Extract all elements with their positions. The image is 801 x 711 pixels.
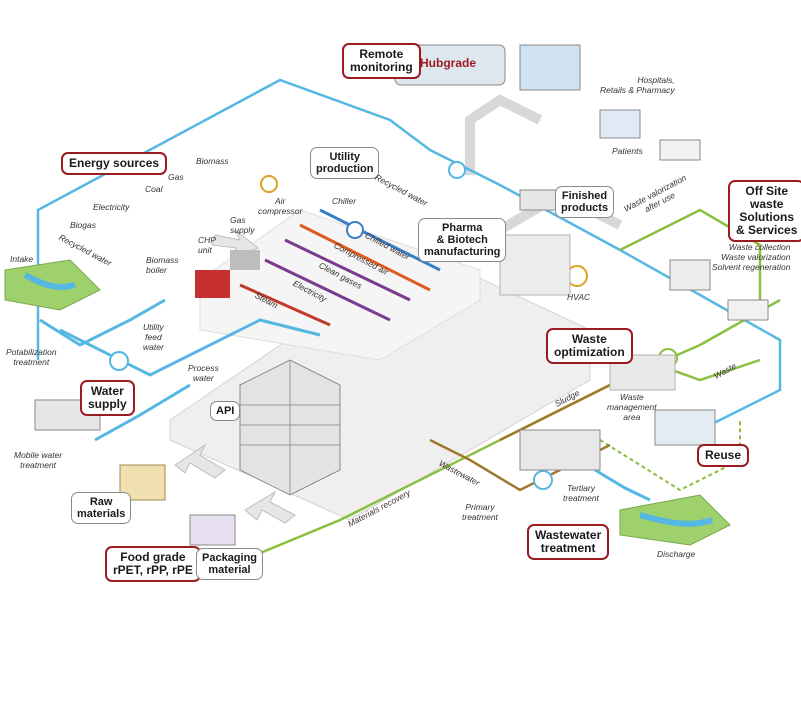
blue-recycled-water-loop (36, 78, 431, 360)
primary-label: Primary treatment (462, 502, 498, 522)
air-compressor-label: Air compressor (258, 196, 303, 216)
hospital-building (519, 44, 581, 91)
biogas-label: Biogas (70, 220, 96, 230)
mobile-water-label: Mobile water treatment (14, 450, 63, 470)
road-to-monitoring (465, 94, 543, 175)
chiller-label: Chiller (332, 196, 357, 206)
chp-unit (230, 250, 260, 270)
waste-truck (727, 299, 769, 321)
api-box: API (210, 401, 241, 421)
compressed-air-line (299, 223, 431, 292)
hvac-label: HVAC (567, 292, 591, 302)
waste-management-label: Waste management area (607, 392, 657, 422)
water-supply-box: Water supply (80, 380, 135, 416)
biomass-label: Biomass (196, 156, 229, 166)
wastewater-wave-icon (533, 470, 553, 490)
blue-intake-line (39, 298, 166, 347)
patients-label: Patients (612, 146, 643, 156)
packaging-material-box: Packaging material (196, 548, 264, 580)
remote-monitoring-box: Remote monitoring (342, 43, 421, 79)
potabilization-label: Potabilization treatment (6, 347, 57, 367)
tertiary-label: Tertiary treatment (563, 483, 599, 503)
raw-materials-box: Raw materials (71, 492, 132, 524)
steam-line (239, 283, 331, 327)
blue-mobile-line (94, 383, 191, 442)
offsite-waste-box: Off Site waste Solutions & Services (728, 180, 801, 242)
utility-feed-water-label: Utility feed water (143, 322, 164, 352)
finished-truck (519, 189, 561, 211)
utility-production-box: Utility production (310, 147, 380, 179)
gas-supply-label: Gas supply (230, 215, 255, 235)
discharge-label: Discharge (657, 549, 696, 559)
arrow-raw-materials (174, 443, 226, 479)
chp-unit-label: CHP unit (198, 235, 216, 255)
electricity-line (264, 258, 391, 322)
process-water-label: Process water (188, 363, 219, 383)
food-grade-box: Food grade rPET, rPP, rPE (105, 546, 201, 582)
waste-services-label: Waste collection Waste valorization Solv… (712, 242, 791, 272)
coal-label: Coal (145, 184, 163, 194)
finished-products-box: Finished products (555, 186, 615, 218)
wastewater-plant (519, 429, 601, 471)
hospitals-label: Hospitals, Retails & Pharmacy (600, 75, 675, 95)
recycle-icon (448, 161, 466, 179)
api-tower (239, 359, 341, 496)
water-drop-icon (109, 351, 129, 371)
electricity-src-label: Electricity (93, 202, 130, 212)
patients-building (599, 109, 641, 139)
green-offsite-line (619, 208, 762, 300)
river-intake-water (23, 272, 76, 290)
intake-label: Intake (10, 254, 34, 264)
packaging-bottles (189, 514, 236, 546)
offsite-truck (659, 139, 701, 161)
reuse-box: Reuse (697, 444, 750, 467)
energy-sources-box: Energy sources (61, 152, 168, 175)
blue-recycled-water-right (429, 148, 782, 432)
reuse-plant (654, 409, 716, 446)
hubgrade-title: Hubgrade (420, 56, 477, 70)
chiller-snow-icon (346, 221, 364, 239)
green-reuse-line (599, 420, 741, 492)
biomass-boiler-label: Biomass boiler (146, 255, 179, 275)
clean-gases-line (284, 238, 411, 302)
biomass-boiler (195, 270, 230, 298)
blue-supply-line (59, 318, 321, 377)
air-compressor-icon (260, 175, 278, 193)
pharma-building (499, 234, 571, 296)
river-discharge-water (639, 512, 714, 527)
wastewater-treatment-box: Wastewater treatment (527, 524, 610, 560)
arrow-packaging (244, 490, 296, 524)
blue-discharge-line (594, 468, 651, 502)
pharma-box: Pharma & Biotech manufacturing (418, 218, 507, 262)
waste-optimization-box: Waste optimization (546, 328, 633, 364)
gas-label: Gas (168, 172, 184, 182)
offsite-facility (669, 259, 711, 291)
